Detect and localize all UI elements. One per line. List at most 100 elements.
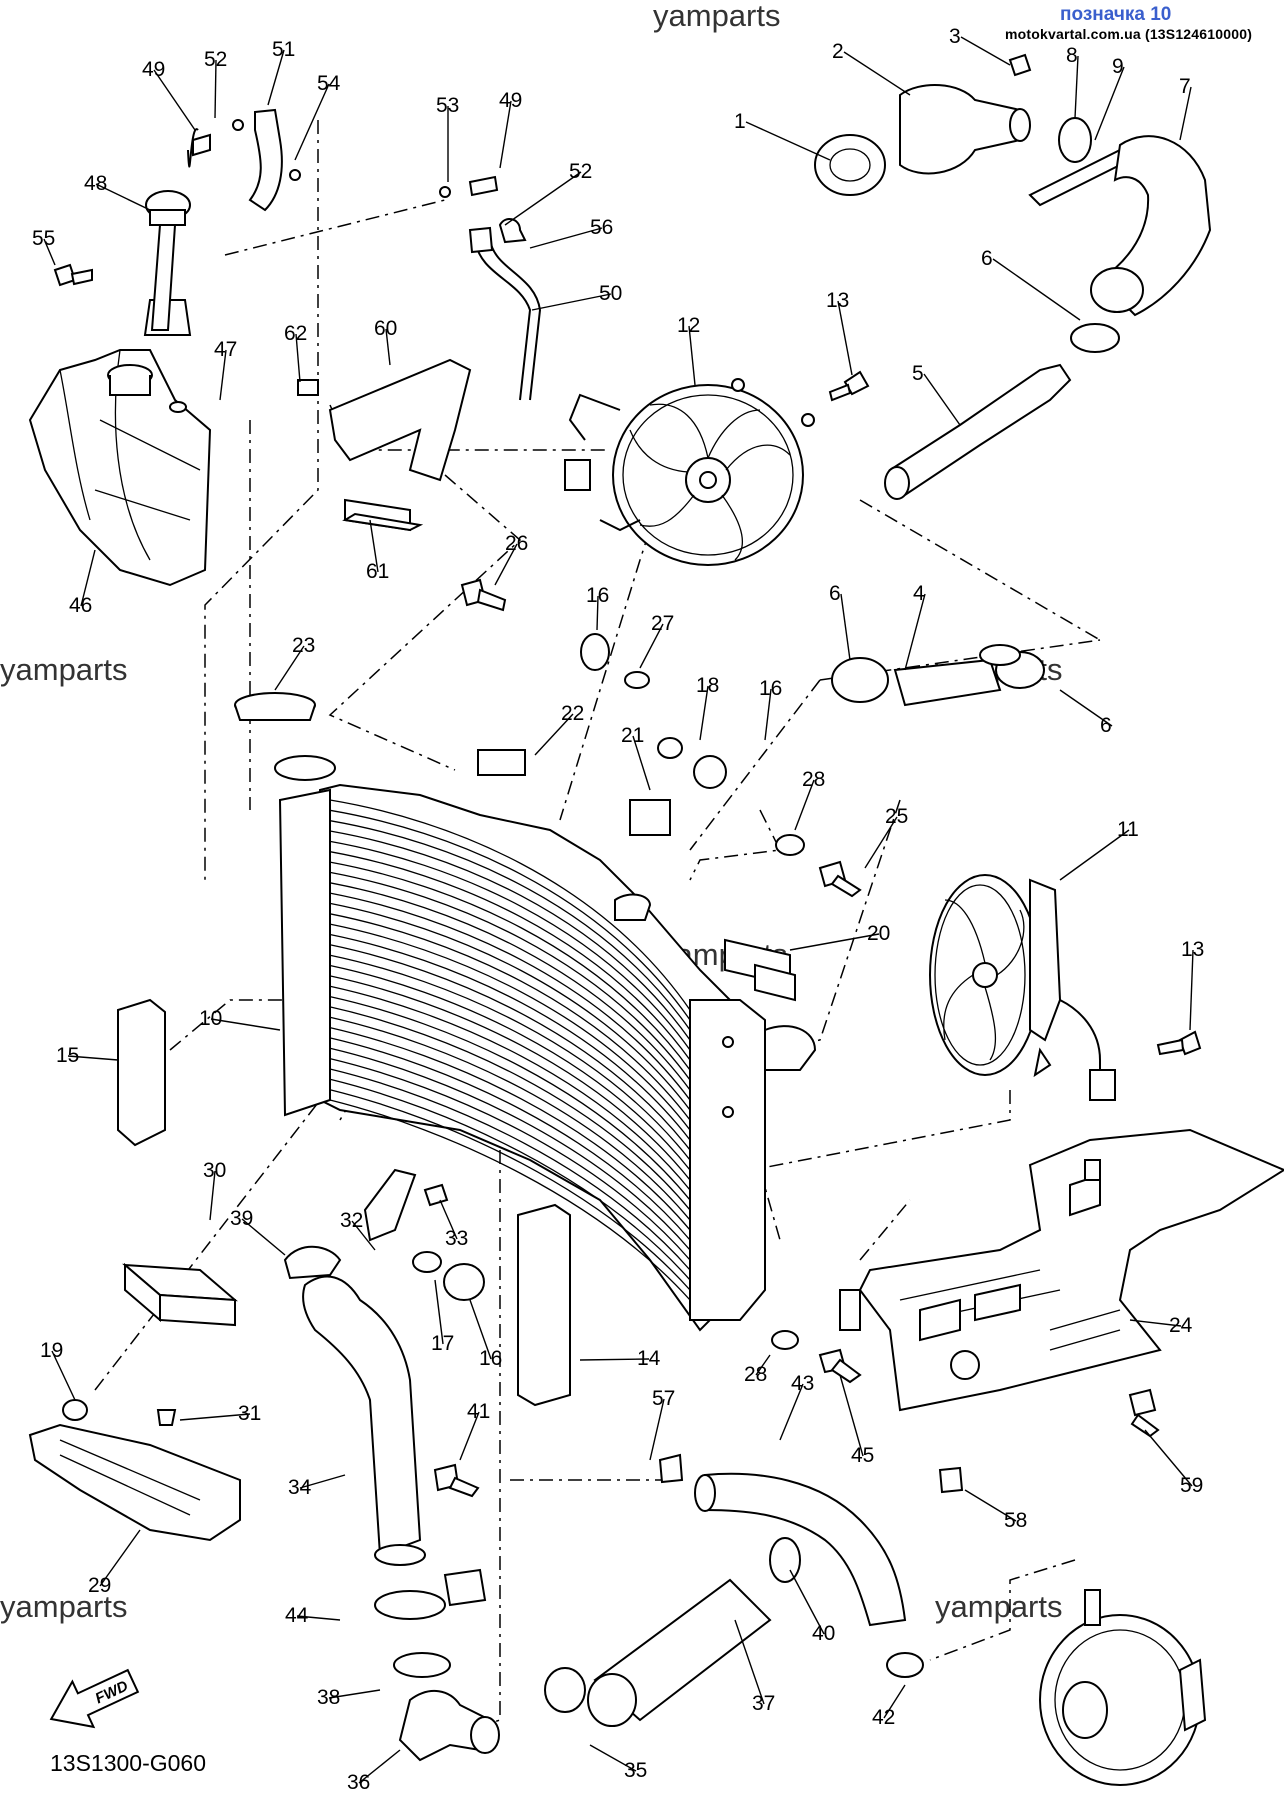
cooling-fan-11 (929, 874, 1202, 1101)
callout-leader-line (1189, 949, 1194, 1031)
callout-leader-line (734, 1619, 765, 1705)
callout-label-26: 26 (505, 532, 528, 555)
callout-label-14: 14 (637, 1347, 661, 1370)
callout-leader-line (699, 685, 709, 741)
callout-leader-line (210, 1018, 281, 1031)
callout-leader-line (95, 183, 151, 211)
callout-leader-line (764, 688, 772, 741)
callout-label-53: 53 (436, 94, 459, 117)
callout-label-55: 55 (32, 227, 55, 250)
watermark-right: yamparts (935, 1589, 1062, 1624)
lower-hoses (302, 1275, 924, 1762)
callout-leader-line (51, 1350, 76, 1401)
callout-leader-line (328, 1689, 381, 1699)
callout-leader-line (439, 1199, 458, 1240)
callout-label-21: 21 (621, 724, 644, 747)
callout-leader-line (779, 1383, 804, 1441)
callout-leader-line (904, 593, 926, 671)
bracket-60 (297, 358, 472, 532)
callout-leader-line (219, 349, 227, 401)
radiator-fin (329, 1089, 691, 1291)
radiator-fin (329, 871, 691, 1081)
callout-leader-line (1059, 829, 1130, 881)
radiator-fin (329, 995, 691, 1201)
thermostat-assembly (814, 53, 1212, 353)
callout-leader-line (923, 373, 961, 426)
radiator-fin (329, 840, 691, 1051)
callout-label-50: 50 (599, 282, 622, 305)
callout-label-25: 25 (885, 805, 908, 828)
callout-label-49: 49 (142, 58, 165, 81)
callout-label-31: 31 (238, 1402, 261, 1425)
callout-leader-line (992, 258, 1081, 321)
radiator-fin (329, 902, 691, 1111)
callout-label-41: 41 (467, 1400, 490, 1423)
callout-label-28: 28 (744, 1363, 767, 1386)
callout-label-17: 17 (431, 1332, 454, 1355)
callout-leader-line (67, 1055, 119, 1061)
radiator-fin (329, 913, 691, 1121)
callout-leader-line (1179, 86, 1192, 141)
water-pump (1039, 1589, 1207, 1786)
shroud-57 (839, 1128, 1284, 1412)
callout-label-32: 32 (340, 1209, 363, 1232)
callout-leader-line (864, 816, 898, 869)
radiator-cap (234, 692, 336, 781)
callout-leader-line (179, 1413, 251, 1421)
callout-label-51: 51 (272, 38, 295, 61)
callout-label-38: 38 (317, 1686, 340, 1709)
fasteners-right (771, 834, 1160, 1494)
callout-label-7: 7 (1179, 75, 1191, 98)
callout-leader-line (596, 595, 599, 631)
foam-pads (117, 938, 796, 1407)
watermark-top: yamparts (653, 0, 781, 33)
callout-leader-line (299, 1474, 346, 1489)
callout-label-9: 9 (1112, 55, 1124, 78)
callout-label-46: 46 (69, 594, 92, 617)
callout-label-52: 52 (204, 48, 227, 71)
radiator-fin (329, 1047, 691, 1251)
radiator-fin (329, 954, 691, 1161)
callout-leader-line (1094, 66, 1125, 141)
callout-label-2: 2 (832, 40, 844, 63)
callout-leader-line (789, 1569, 825, 1635)
callout-label-59: 59 (1180, 1474, 1203, 1497)
radiator-fin (329, 830, 691, 1041)
callout-leader-line (209, 1170, 216, 1221)
callout-label-45: 45 (851, 1444, 874, 1467)
callout-label-54: 54 (317, 72, 341, 95)
reservoir-cap-hose (143, 108, 542, 401)
callout-leader-line (499, 100, 512, 169)
callout-leader-line (296, 1615, 341, 1621)
callout-label-5: 5 (912, 362, 924, 385)
part-code: 13S1300-G060 (50, 1750, 207, 1776)
callout-label-4: 4 (913, 582, 925, 605)
callout-label-12: 12 (677, 314, 700, 337)
small-fasteners (460, 578, 727, 836)
radiator-fin (329, 933, 691, 1141)
callout-leader-line (214, 59, 217, 119)
callout-label-62: 62 (284, 322, 307, 345)
callout-leader-line (794, 779, 815, 831)
radiator-fin (329, 1068, 691, 1271)
radiator-fin (329, 799, 691, 1011)
callout-label-8: 8 (1066, 44, 1078, 67)
callout-label-16: 16 (759, 677, 782, 700)
callout-leader-line (153, 69, 196, 131)
callout-leader-line (964, 1489, 1017, 1522)
callout-label-3: 3 (949, 25, 961, 48)
radiator-fin (329, 809, 691, 1021)
radiator-fin (329, 964, 691, 1171)
callout-leader-line (434, 1279, 444, 1345)
callout-label-10: 10 (199, 1007, 222, 1030)
callout-label-52: 52 (569, 160, 592, 183)
callout-label-19: 19 (40, 1339, 63, 1362)
callout-leader-line (632, 735, 651, 791)
hoses-5-4 (831, 363, 1072, 707)
callout-leader-line (579, 1358, 650, 1361)
callout-label-11: 11 (1117, 818, 1139, 841)
callout-label-57: 57 (652, 1387, 675, 1410)
callout-leader-line (789, 933, 880, 951)
